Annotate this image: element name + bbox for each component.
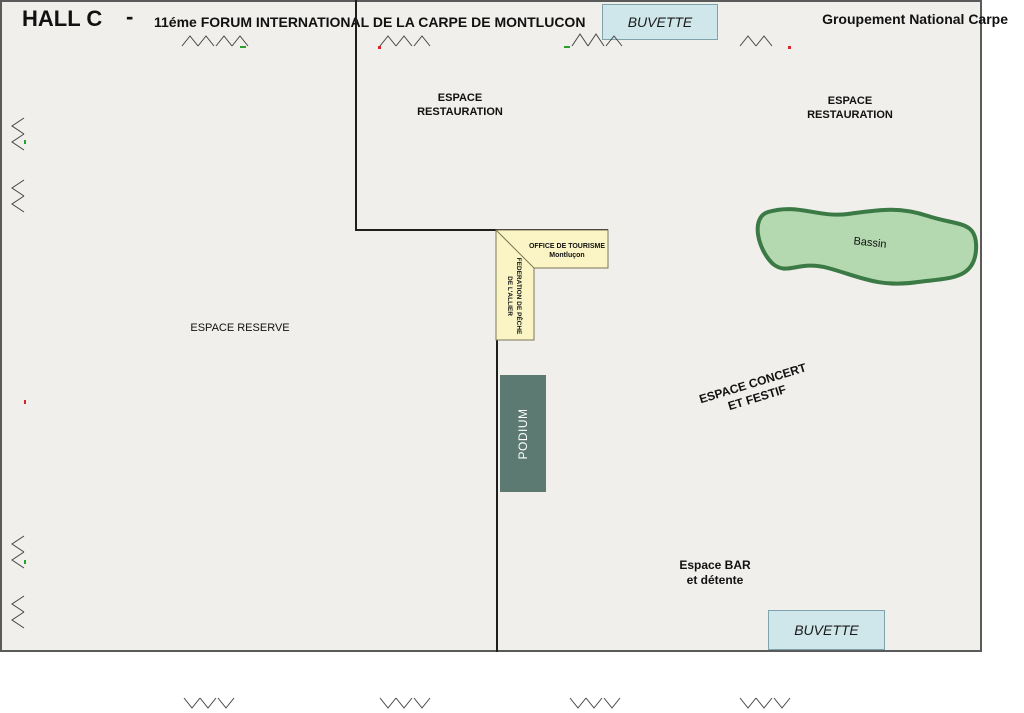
door-bottom-2 — [379, 697, 431, 709]
hall-floor: ESPACE RESERVE ESPACE RESTAURATION ESPAC… — [0, 0, 982, 652]
event-subtitle: 11éme FORUM INTERNATIONAL DE LA CARPE DE… — [154, 14, 586, 30]
office-tourisme-line2: Montluçon — [549, 252, 585, 259]
door-bottom-4 — [739, 697, 791, 709]
office-tourisme-label: OFFICE DE TOURISME Montluçon — [522, 242, 612, 260]
booth-divider — [495, 229, 535, 269]
bar-line1: Espace BAR — [679, 558, 751, 572]
espace-restauration-right-label: ESPACE RESTAURATION — [780, 94, 920, 122]
hall-title: HALL C — [22, 6, 103, 31]
wall-vertical-lower — [496, 230, 498, 652]
bassin-shape — [755, 207, 979, 286]
bassin-pond — [755, 207, 979, 286]
booth-shapes — [495, 229, 609, 341]
restauration-left-line1: ESPACE — [437, 92, 483, 104]
door-bottom-3 — [569, 697, 621, 709]
wall-horizontal-middle — [355, 229, 608, 231]
door-bottom-1 — [183, 697, 235, 709]
title-separator: - — [126, 4, 134, 29]
organization-name: Groupement National Carpe — [822, 11, 1008, 27]
bar-line2: et détente — [686, 573, 744, 587]
office-tourisme-line1: OFFICE DE TOURISME — [528, 243, 606, 250]
restauration-left-line2: RESTAURATION — [417, 106, 503, 118]
buvette-bottom: BUVETTE — [768, 610, 885, 650]
espace-restauration-left-label: ESPACE RESTAURATION — [390, 91, 530, 119]
espace-bar-label: Espace BAR et détente — [660, 558, 770, 588]
podium: PODIUM — [500, 375, 546, 492]
wall-vertical-upper — [355, 0, 357, 230]
restauration-right-line1: ESPACE — [827, 95, 873, 107]
restauration-right-line2: RESTAURATION — [807, 109, 893, 121]
espace-reserve-label: ESPACE RESERVE — [190, 322, 290, 334]
buvette-top: BUVETTE — [602, 4, 718, 40]
